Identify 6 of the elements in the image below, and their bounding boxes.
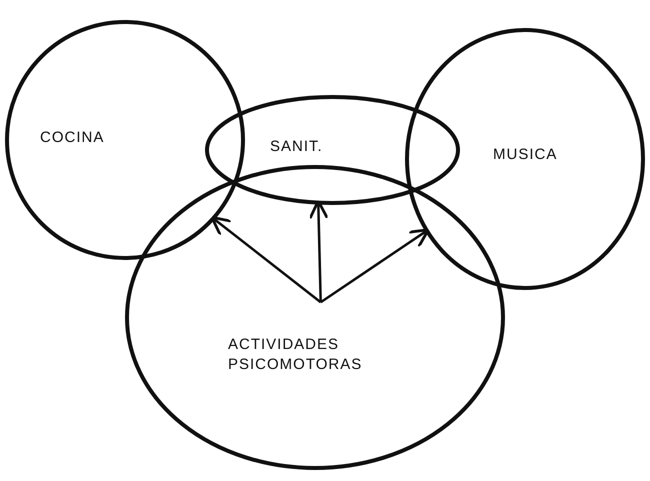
area-label: SANIT. <box>270 137 324 156</box>
area-label: MUSICA <box>493 145 558 164</box>
area-label: ACTIVIDADES PSICOMOTORAS <box>228 335 364 374</box>
arrow <box>210 216 322 304</box>
arrow <box>320 228 430 304</box>
area-label: COCINA <box>40 128 106 148</box>
